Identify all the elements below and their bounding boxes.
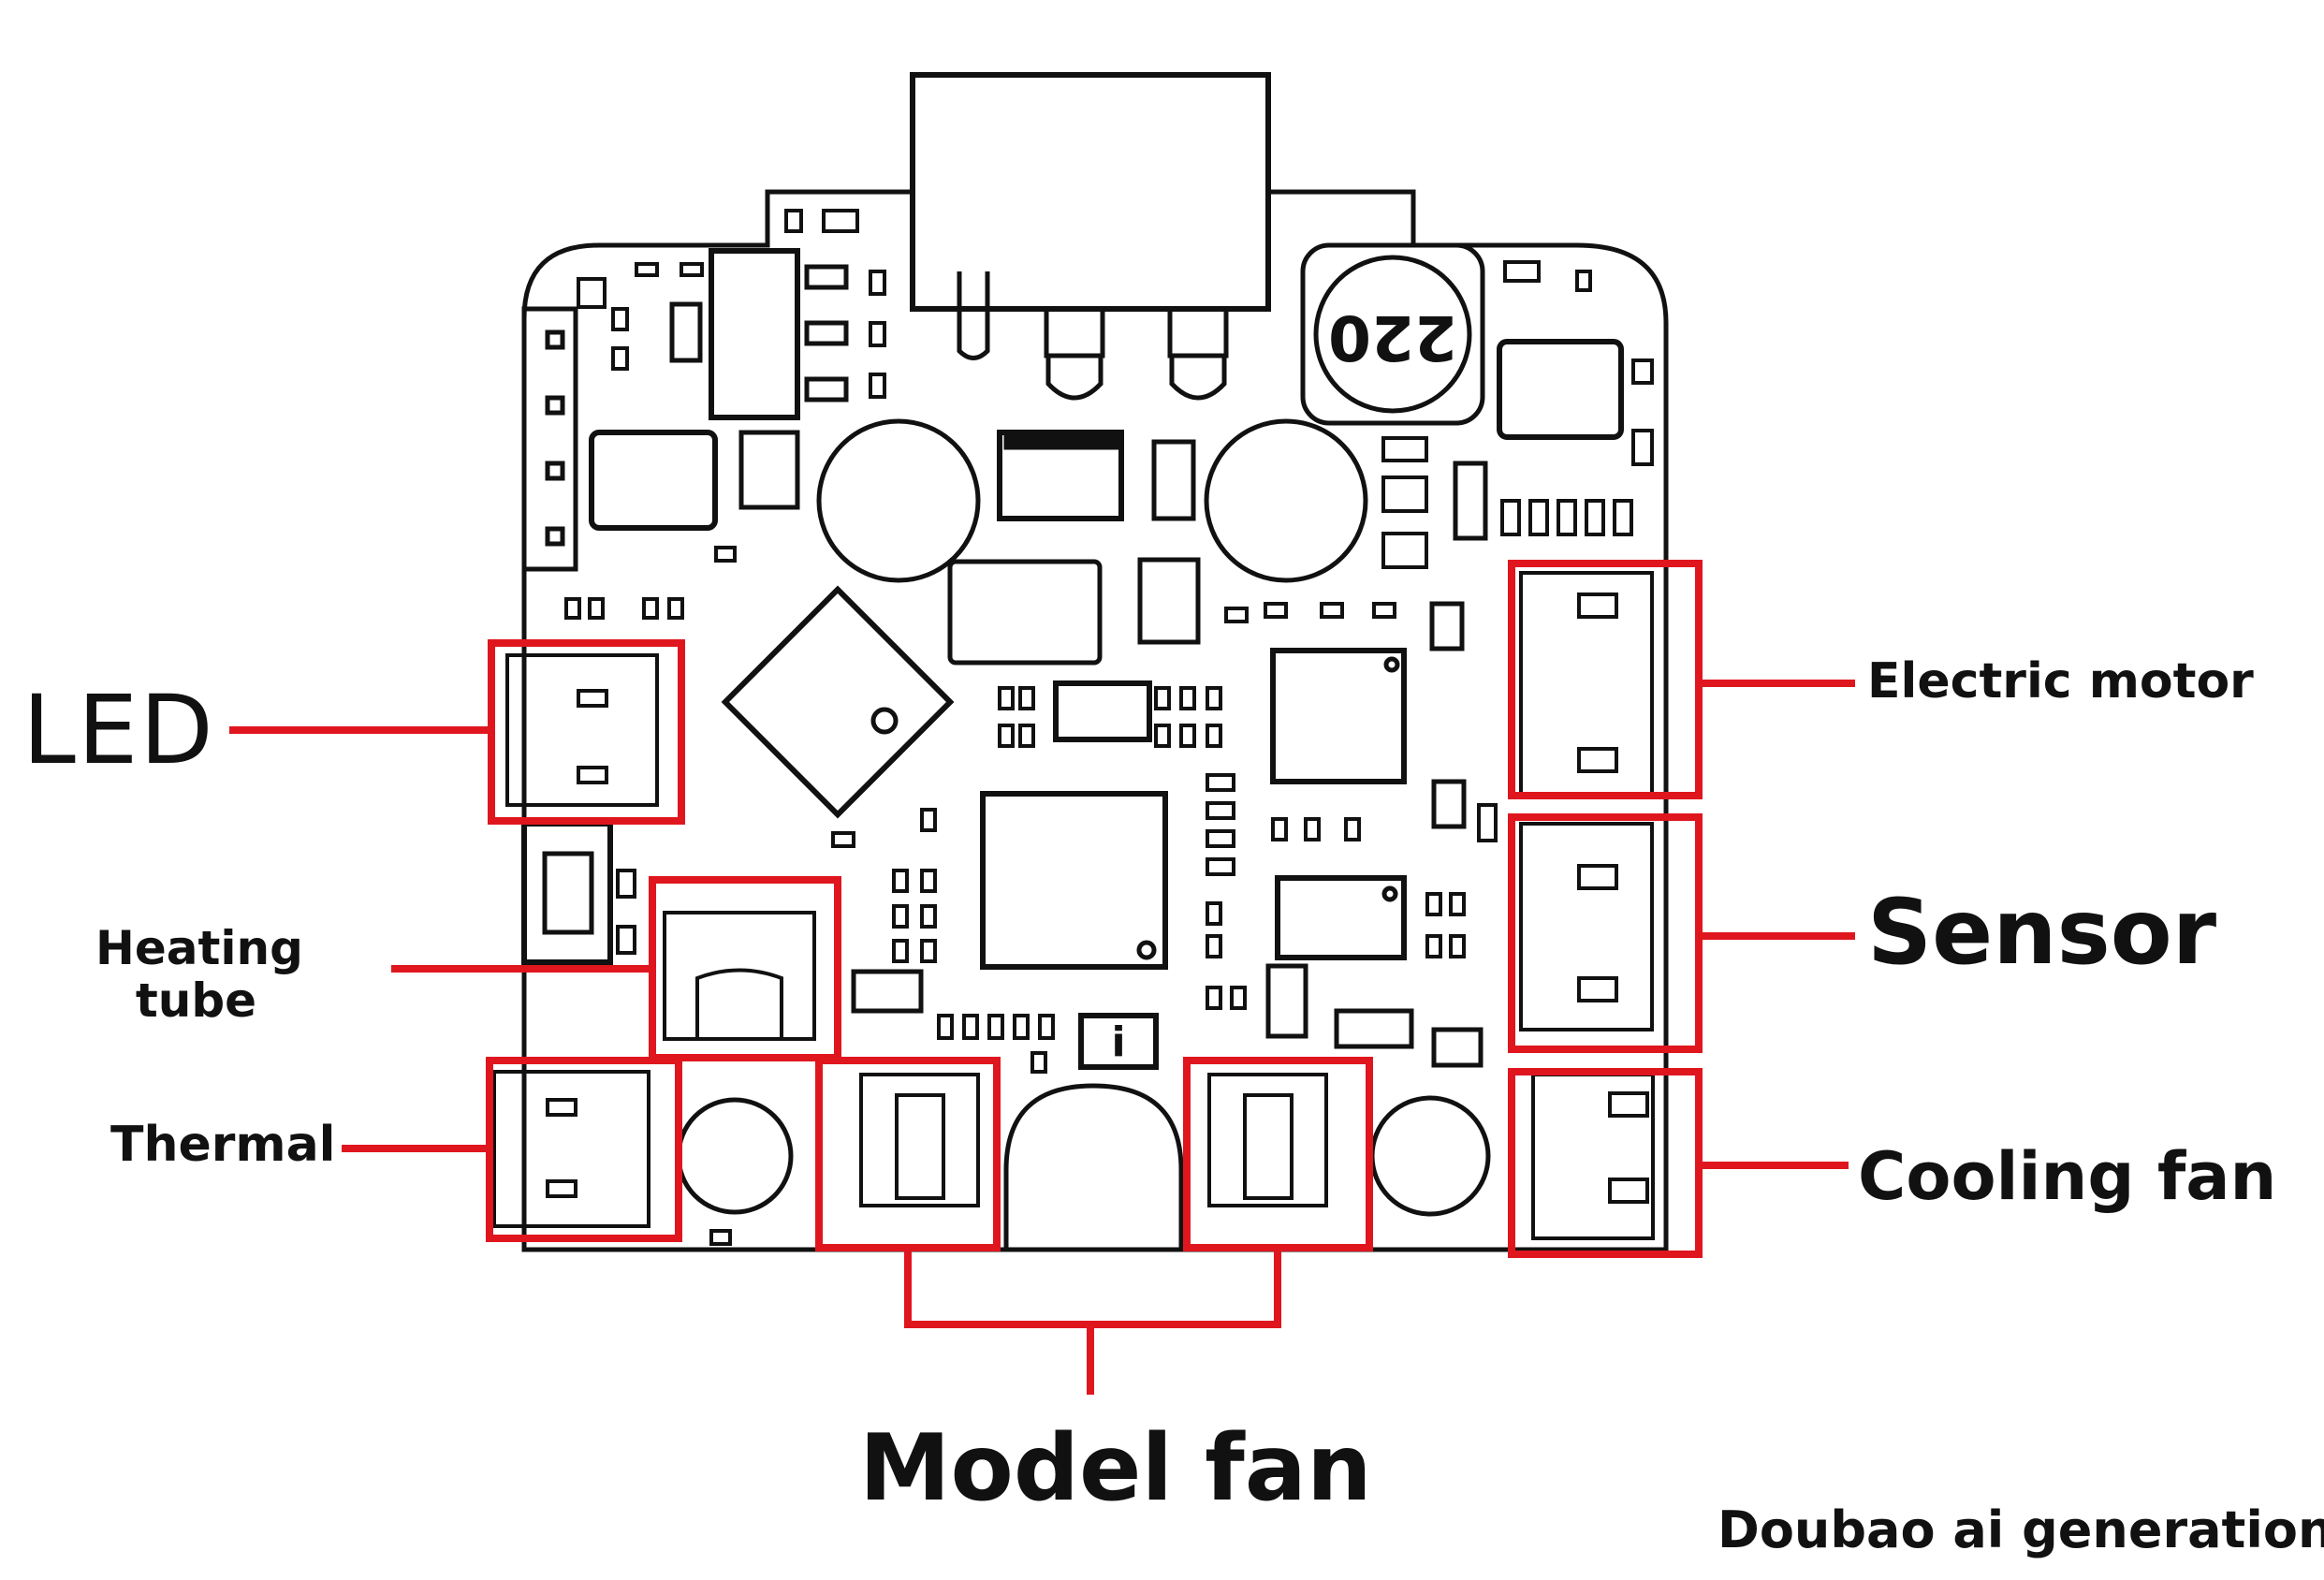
smd-components [564,209,1654,1246]
generation-credit: Doubao ai generation [1717,1500,2324,1559]
electric-motor-label: Electric motor [1867,653,2254,710]
sensor-label: Sensor [1867,880,2217,985]
connectors [492,571,1655,1240]
cooling-fan-label: Cooling fan [1858,1138,2277,1215]
highlight-boxes [486,560,1703,1258]
leader-lines [229,680,1855,1395]
pcb-board [521,72,1669,1252]
cooling-fan-highlight [1508,1068,1703,1258]
model-fan-label: Model fan [859,1415,1372,1522]
sensor-highlight [1508,813,1703,1053]
thermal-label: Thermal [110,1117,336,1173]
model-fan-right-highlight [1183,1057,1373,1251]
chip-marking: i [1111,1018,1125,1066]
led-highlight [488,639,685,825]
heating-tube-label: Heating tube [95,921,303,1028]
inductor-marking: 220 [1328,301,1457,373]
electric-motor-highlight [1508,560,1703,799]
led-label: LED [22,675,215,786]
model-fan-left-highlight [815,1057,1001,1251]
